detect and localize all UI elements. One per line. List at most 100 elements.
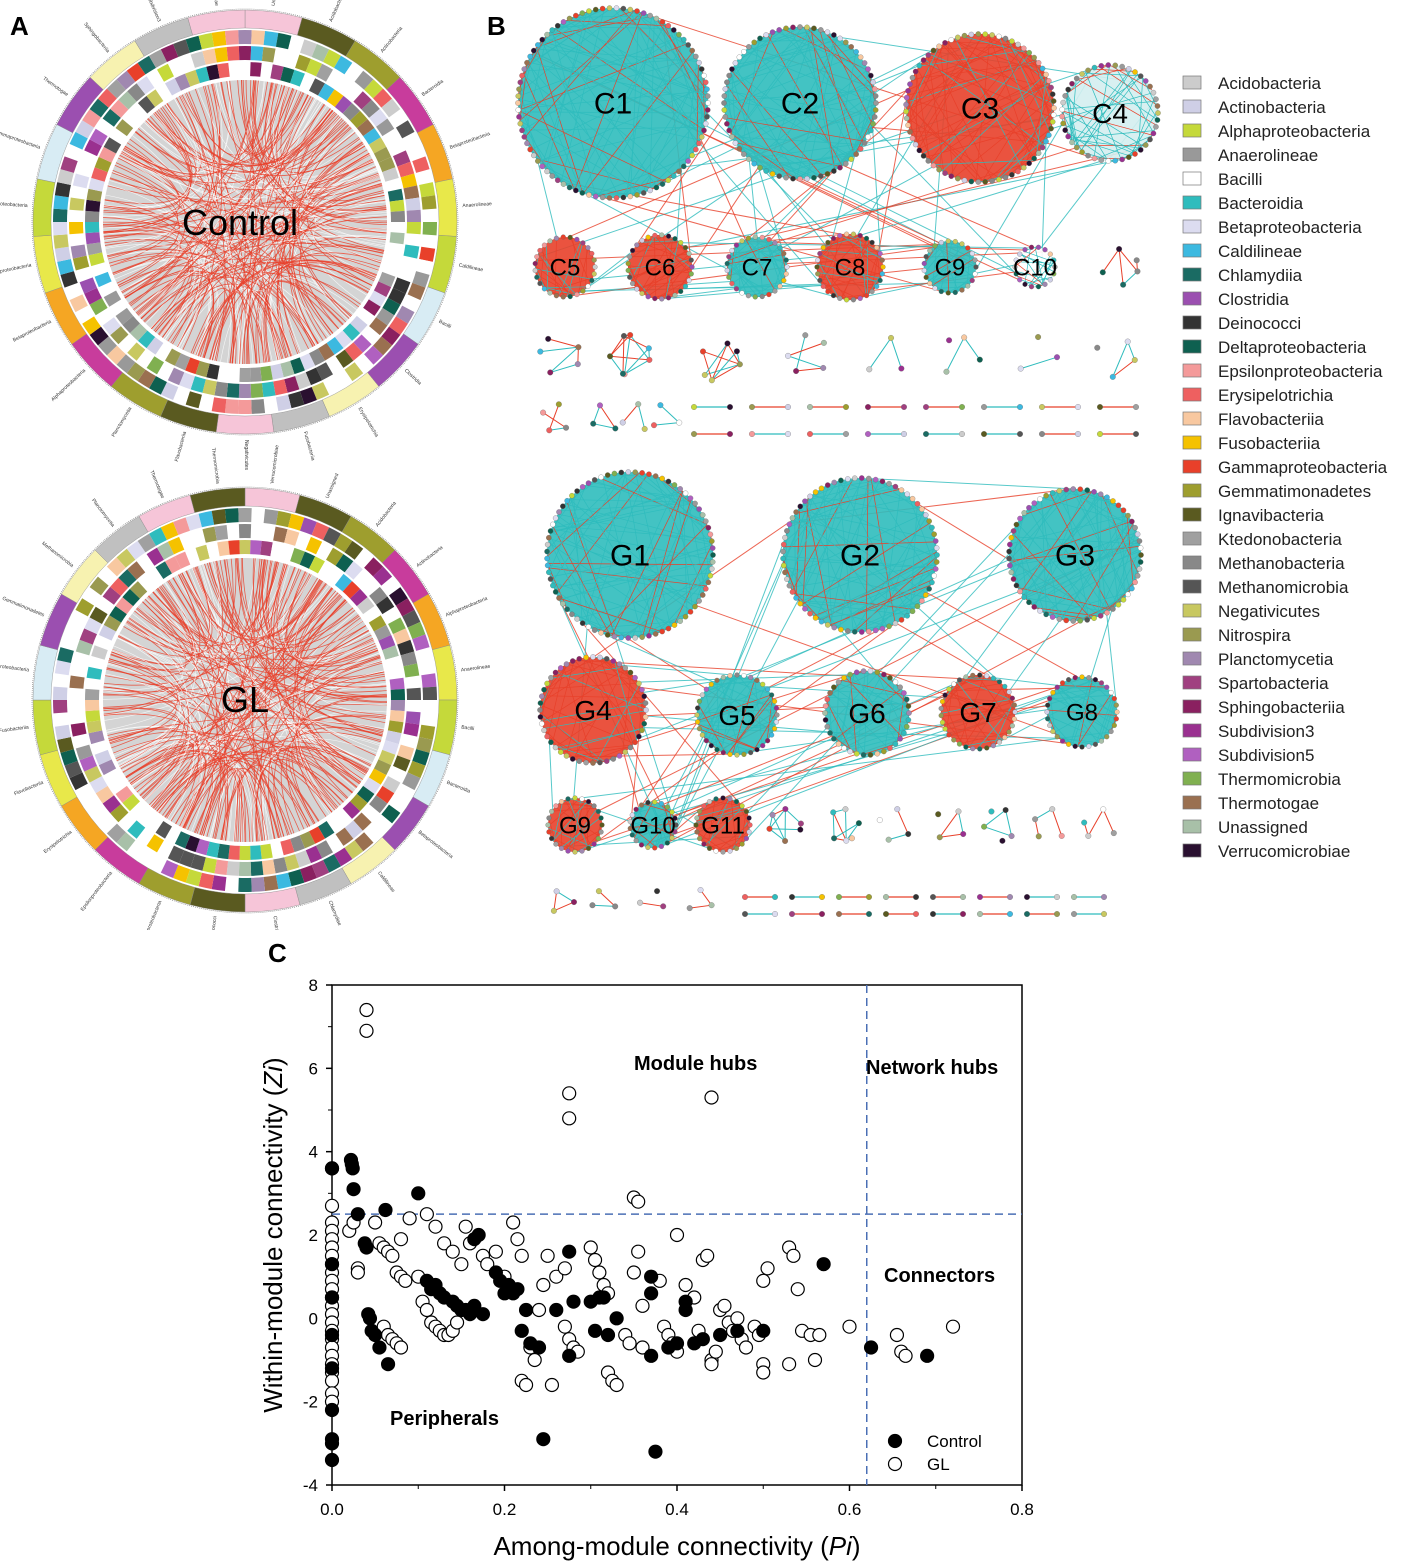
circle-node-tick xyxy=(421,673,437,688)
network-node xyxy=(748,750,754,756)
circle-node-tick xyxy=(403,663,420,678)
circle-node-tick xyxy=(250,861,264,876)
network-node xyxy=(901,730,907,736)
network-node xyxy=(773,705,779,711)
network-node xyxy=(527,146,533,153)
circle-node-tick xyxy=(115,307,134,325)
network-node xyxy=(652,232,658,238)
component-edge xyxy=(639,902,664,907)
circle-node-tick xyxy=(356,307,375,325)
intra-module-edge xyxy=(782,555,936,568)
component-node xyxy=(646,356,653,363)
circle-association-link xyxy=(181,572,376,756)
intra-module-edge xyxy=(581,23,666,193)
circle-node-tick xyxy=(89,606,108,624)
inter-module-edge xyxy=(691,166,760,268)
network-node xyxy=(824,622,831,628)
intra-module-edge xyxy=(1114,65,1154,134)
network-node xyxy=(793,595,799,601)
legend-swatch xyxy=(1182,843,1202,858)
network-node xyxy=(841,745,847,751)
circle-node-tick xyxy=(214,46,229,63)
legend-label: Spartobacteria xyxy=(1218,674,1329,693)
scatter-point xyxy=(540,1248,555,1263)
panel-c-label: C xyxy=(268,938,287,968)
component-edge xyxy=(1112,359,1136,378)
circle-node-tick xyxy=(137,95,156,114)
intra-module-edge xyxy=(611,490,683,637)
circle-association-link xyxy=(146,597,222,839)
network-node xyxy=(724,267,730,274)
intra-module-edge xyxy=(727,254,785,265)
scatter-point xyxy=(700,1248,715,1263)
component-node xyxy=(831,835,838,842)
circle-association-link xyxy=(144,86,288,165)
circle-node-tick xyxy=(378,634,396,651)
circle-node-tick xyxy=(369,317,388,336)
legend-swatch xyxy=(1182,723,1202,738)
circle-association-link xyxy=(266,287,309,361)
circle-node-tick xyxy=(185,513,202,531)
network-node xyxy=(831,479,837,486)
circle-taxon-label: Flavobacteriia xyxy=(13,780,44,798)
network-node xyxy=(574,291,580,298)
scatter-point xyxy=(531,1340,547,1355)
circle-node-tick xyxy=(53,195,69,210)
scatter-point xyxy=(678,1294,693,1309)
circle-association-link xyxy=(237,80,388,224)
network-node xyxy=(959,241,965,247)
network-node xyxy=(665,478,672,485)
component-edge xyxy=(796,367,824,372)
intra-module-edge xyxy=(1071,488,1141,547)
network-node xyxy=(546,815,552,821)
component-node xyxy=(866,911,872,917)
network-node xyxy=(857,146,864,152)
scatter-point xyxy=(324,1402,340,1418)
circle-node-tick xyxy=(53,222,68,236)
small-network-pair xyxy=(930,911,966,917)
network-node xyxy=(923,274,929,280)
network-node xyxy=(822,717,829,723)
network-node xyxy=(1098,63,1105,69)
network-node xyxy=(539,163,545,170)
network-node xyxy=(1132,69,1138,75)
network-node xyxy=(634,242,640,248)
small-network-pair xyxy=(789,911,825,917)
intra-module-edge xyxy=(609,474,659,478)
network-node xyxy=(574,236,580,243)
component-edge xyxy=(983,826,1012,837)
intra-module-edge xyxy=(654,808,669,849)
network-node xyxy=(579,10,586,16)
component-node xyxy=(1109,373,1116,380)
network-node xyxy=(733,845,740,851)
circle-node-tick xyxy=(388,617,406,635)
intra-module-edge xyxy=(988,34,1033,161)
circle-association-link xyxy=(134,116,341,174)
component-edge xyxy=(833,822,860,839)
network-node xyxy=(544,541,551,548)
network-node xyxy=(781,250,787,257)
intra-module-edge xyxy=(833,687,905,734)
network-node xyxy=(923,254,929,260)
circle-node-tick xyxy=(174,551,191,569)
scatter-point xyxy=(557,1319,572,1334)
intra-module-edge xyxy=(835,556,938,629)
intra-module-edge xyxy=(583,51,694,194)
intra-module-edge xyxy=(731,818,750,851)
component-node xyxy=(657,402,664,409)
intra-module-edge xyxy=(633,9,708,90)
network-node xyxy=(585,283,591,289)
circle-node-tick xyxy=(155,821,172,839)
network-module-c5: C5 xyxy=(532,234,598,300)
scatter-point xyxy=(471,1227,486,1243)
intra-module-edge xyxy=(652,801,664,846)
component-node xyxy=(943,368,950,375)
intra-module-edge xyxy=(838,481,854,632)
network-node xyxy=(1079,744,1085,750)
network-node xyxy=(932,285,938,291)
network-node xyxy=(1120,597,1127,603)
network-node xyxy=(1155,110,1161,116)
component-edge xyxy=(1020,356,1058,370)
network-node xyxy=(1017,588,1023,595)
network-node xyxy=(714,747,720,753)
